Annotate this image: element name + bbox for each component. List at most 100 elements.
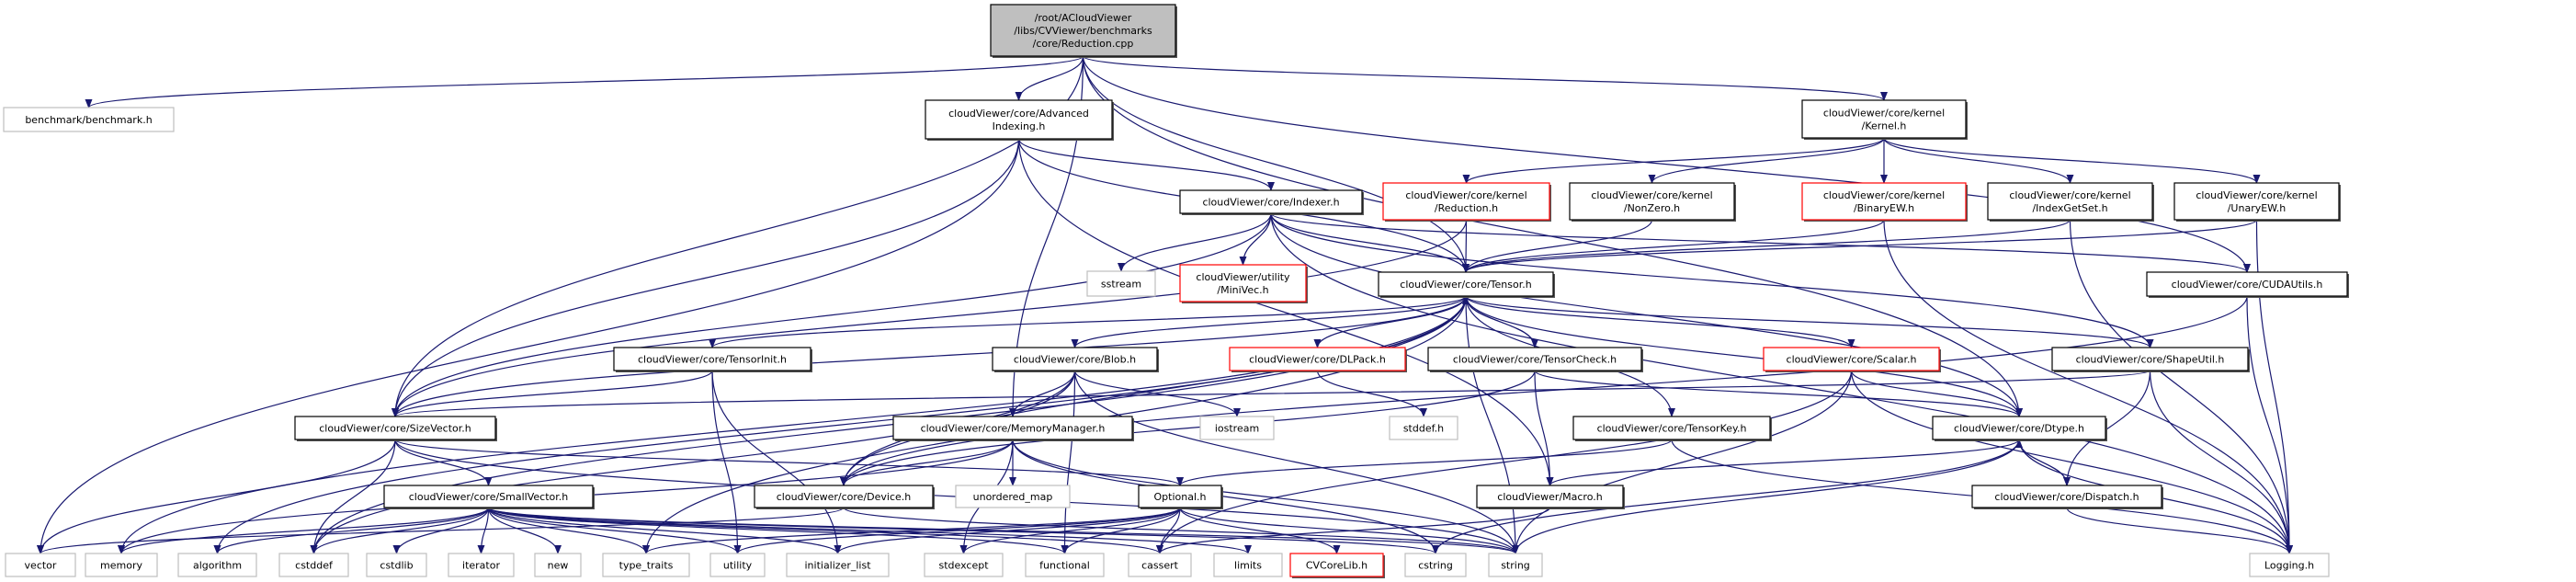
node-dlpack[interactable]: cloudViewer/core/DLPack.h — [1229, 347, 1407, 372]
node-label: new — [548, 560, 569, 572]
edge-indexer-to-tensor — [1270, 212, 1470, 273]
edge-tensorkey-to-optional — [1176, 439, 1673, 486]
node-kreduction[interactable]: cloudViewer/core/kernel/Reduction.h — [1382, 182, 1551, 222]
edge-tensor-to-sizevector — [392, 295, 1467, 417]
node-dtype[interactable]: cloudViewer/core/Dtype.h — [1932, 416, 2107, 441]
node-box — [613, 347, 811, 371]
node-functional[interactable]: functional — [1025, 553, 1105, 577]
node-indexgetset[interactable]: cloudViewer/core/kernel/IndexGetSet.h — [1987, 182, 2154, 222]
edge-memorymanager-to-string — [1012, 439, 1519, 554]
node-dispatch[interactable]: cloudViewer/core/Dispatch.h — [1971, 485, 2163, 509]
node-label: Optional.h — [1154, 491, 1207, 503]
node-new[interactable]: new — [534, 553, 582, 577]
node-type_traits[interactable]: type_traits — [602, 553, 690, 577]
node-box — [366, 553, 427, 577]
edge-smallvector-to-iterator — [477, 507, 490, 554]
node-scalar[interactable]: cloudViewer/core/Scalar.h — [1763, 347, 1941, 372]
node-stdexcept[interactable]: stdexcept — [924, 553, 1004, 577]
node-label: Indexing.h — [993, 120, 1046, 132]
node-blob[interactable]: cloudViewer/core/Blob.h — [992, 347, 1159, 372]
node-unaryew[interactable]: cloudViewer/core/kernel/UnaryEW.h — [2173, 182, 2341, 222]
node-cstdlib[interactable]: cstdlib — [366, 553, 427, 577]
node-cassert[interactable]: cassert — [1128, 553, 1192, 577]
node-label: iterator — [462, 560, 500, 572]
edge-tensor-to-algorithm — [213, 295, 1467, 554]
node-shapeutil[interactable]: cloudViewer/core/ShapeUtil.h — [2051, 347, 2250, 372]
edge-kreduction-to-sizevector — [392, 219, 1468, 417]
node-root[interactable]: /root/ACloudViewer/libs/CVViewer/benchma… — [990, 4, 1177, 58]
node-initializer_list[interactable]: initializer_list — [786, 553, 890, 577]
node-label: memory — [100, 560, 142, 572]
node-label: cloudViewer/core/TensorInit.h — [638, 354, 787, 366]
node-memory[interactable]: memory — [85, 553, 158, 577]
edge-optional-to-initializer_list — [834, 507, 1181, 554]
node-box — [1289, 553, 1384, 577]
node-label: /BinaryEW.h — [1854, 202, 1914, 214]
node-iostream[interactable]: iostream — [1199, 416, 1275, 440]
node-memorymanager[interactable]: cloudViewer/core/MemoryManager.h — [892, 416, 1134, 441]
node-tensor[interactable]: cloudViewer/core/Tensor.h — [1378, 271, 1555, 298]
node-algorithm[interactable]: algorithm — [177, 553, 257, 577]
edge-dispatch-to-logging — [2066, 507, 2293, 554]
edge-indexer-to-cudautils — [1270, 212, 2251, 273]
edge-optional-to-stdexcept — [959, 507, 1181, 554]
edge-smallvector-to-limits — [487, 507, 1252, 554]
node-cvcorelib[interactable]: CVCoreLib.h — [1289, 553, 1385, 578]
node-string[interactable]: string — [1488, 553, 1543, 577]
edge-scalar-to-logging — [1850, 370, 2293, 554]
node-macro[interactable]: cloudViewer/Macro.h — [1476, 485, 1625, 509]
node-logging[interactable]: Logging.h — [2249, 553, 2330, 577]
node-indexer[interactable]: cloudViewer/core/Indexer.h — [1179, 189, 1364, 215]
node-label: string — [1501, 560, 1530, 572]
node-box — [448, 553, 515, 577]
node-tensorkey[interactable]: cloudViewer/core/TensorKey.h — [1572, 416, 1772, 441]
edge-tensorcheck-to-device — [840, 370, 1536, 486]
node-unordered_map[interactable]: unordered_map — [955, 485, 1071, 508]
node-tensorinit[interactable]: cloudViewer/core/TensorInit.h — [613, 347, 812, 372]
node-binaryew[interactable]: cloudViewer/core/kernel/BinaryEW.h — [1801, 182, 1968, 222]
node-cstring[interactable]: cstring — [1404, 553, 1467, 577]
node-tensorcheck[interactable]: cloudViewer/core/TensorCheck.h — [1427, 347, 1643, 372]
edge-sizevector-to-smallvector — [394, 439, 493, 486]
node-optional[interactable]: Optional.h — [1138, 485, 1223, 509]
node-nonzero[interactable]: cloudViewer/core/kernel/NonZero.h — [1569, 182, 1736, 222]
node-box — [1569, 182, 1735, 221]
node-box — [1801, 182, 1967, 221]
edge-root-to-tensor — [1082, 55, 1470, 273]
node-smallvector[interactable]: cloudViewer/core/SmallVector.h — [383, 485, 595, 509]
edge-tensorcheck-to-tensor — [1462, 295, 1536, 348]
node-iterator[interactable]: iterator — [448, 553, 515, 577]
node-label: type_traits — [619, 560, 674, 572]
node-label: CVCoreLib.h — [1306, 560, 1367, 572]
node-box — [2249, 553, 2330, 577]
edge-advidx-to-sizevector — [392, 138, 1020, 417]
edge-tensor-to-dlpack — [1313, 295, 1467, 348]
edge-kernel-to-kreduction — [1462, 137, 1885, 184]
node-utility[interactable]: utility — [709, 553, 766, 577]
node-sizevector[interactable]: cloudViewer/core/SizeVector.h — [294, 416, 497, 441]
node-stddef[interactable]: stddef.h — [1389, 416, 1458, 440]
node-device[interactable]: cloudViewer/core/Device.h — [754, 485, 935, 509]
node-box — [924, 553, 1004, 577]
edge-shapeutil-to-dispatch — [2063, 370, 2151, 486]
node-benchmark[interactable]: benchmark/benchmark.h — [3, 107, 175, 132]
edge-smallvector-to-functional — [487, 507, 1069, 554]
edge-tensorcheck-to-macro — [1534, 370, 1554, 486]
edge-tensorinit-to-sizevector — [392, 370, 713, 417]
edge-binaryew-to-tensor — [1462, 219, 1885, 273]
node-limits[interactable]: limits — [1213, 553, 1283, 577]
node-vector[interactable]: vector — [5, 553, 76, 577]
node-box — [754, 485, 934, 508]
node-cudautils[interactable]: cloudViewer/core/CUDAUtils.h — [2146, 271, 2349, 298]
edge-tensor-to-shapeutil — [1465, 295, 2154, 348]
edge-optional-to-utility — [733, 507, 1181, 554]
node-sstream[interactable]: sstream — [1086, 270, 1156, 297]
node-box — [955, 485, 1071, 508]
node-box — [1213, 553, 1283, 577]
node-minivec[interactable]: cloudViewer/utility/MiniVec.h — [1179, 264, 1308, 303]
node-label: /Kernel.h — [1862, 120, 1907, 132]
node-cstddef[interactable]: cstddef — [278, 553, 349, 577]
node-kernel[interactable]: cloudViewer/core/kernel/Kernel.h — [1801, 99, 1968, 140]
